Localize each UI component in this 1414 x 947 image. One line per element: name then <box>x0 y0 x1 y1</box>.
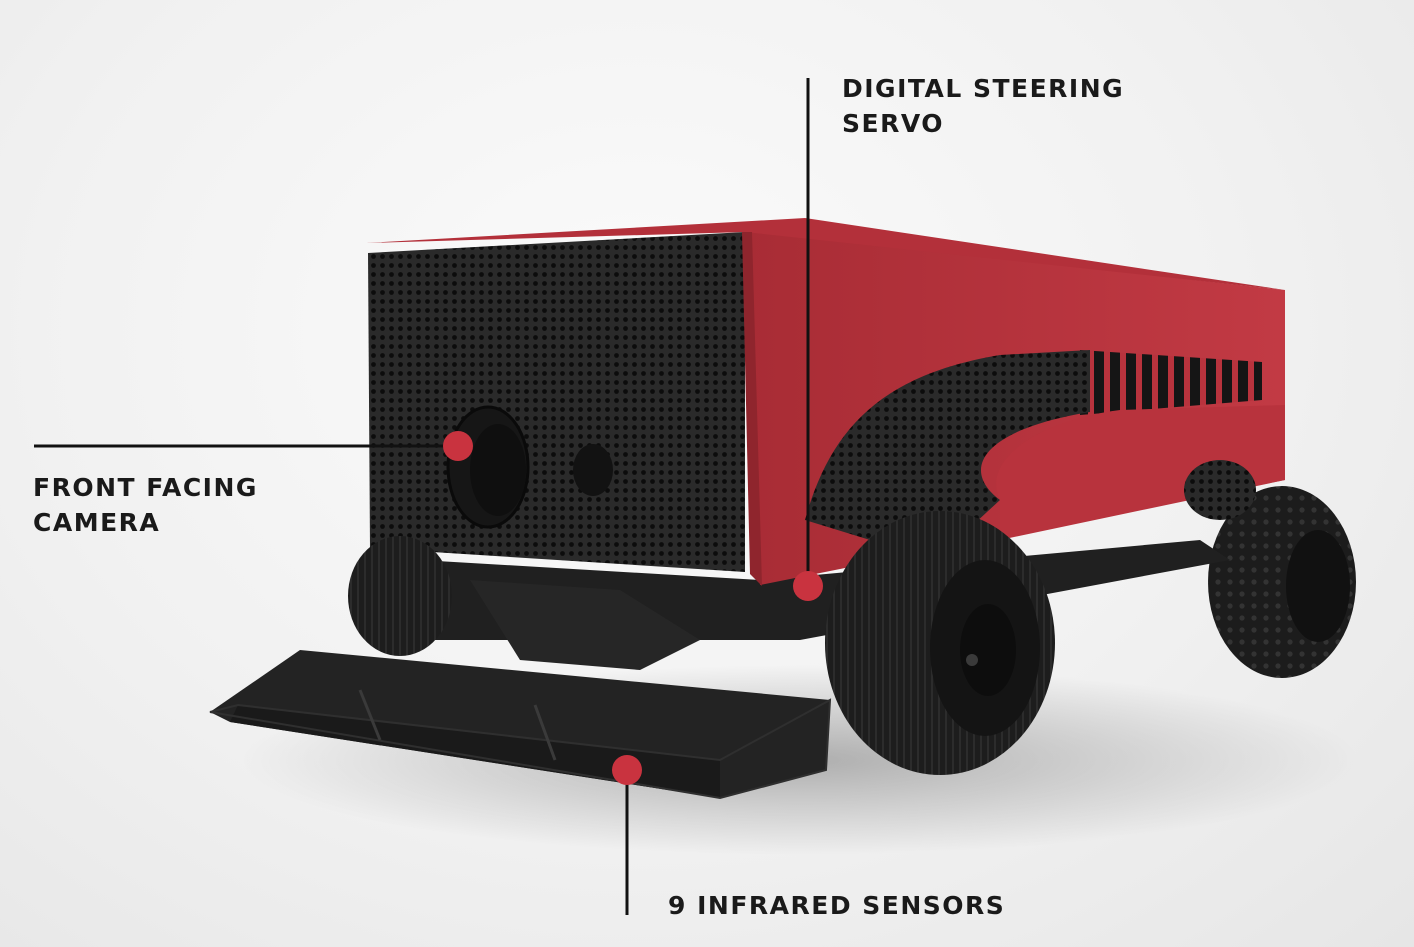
camera-marker <box>443 431 473 461</box>
body-top-panel <box>366 218 1285 290</box>
infrared-callout-label: 9 INFRARED SENSORS <box>668 888 1005 923</box>
front-mesh-panel <box>368 232 745 572</box>
camera-label-line1: FRONT FACING <box>33 473 258 502</box>
servo-label-line2: SERVO <box>842 109 944 138</box>
rear-right-wheel <box>1208 486 1356 678</box>
side-vents <box>1080 350 1262 415</box>
infrared-sensor-bumper <box>209 650 832 800</box>
front-left-wheel <box>348 536 452 656</box>
side-mesh-fender <box>805 350 1090 560</box>
servo-label-line1: DIGITAL STEERING <box>842 74 1125 103</box>
infrared-label-line1: 9 INFRARED SENSORS <box>668 891 1006 920</box>
servo-callout-label: DIGITAL STEERING SERVO <box>842 71 1124 141</box>
infrared-marker <box>612 755 642 785</box>
front-panel-edge <box>742 232 762 586</box>
camera-label-line2: CAMERA <box>33 508 161 537</box>
body-lower-arch <box>996 405 1285 540</box>
front-right-wheel <box>825 511 1055 775</box>
secondary-lens <box>573 444 613 496</box>
camera-lens <box>446 405 530 529</box>
rear-mesh-vent <box>1184 460 1256 520</box>
front-suspension <box>470 580 700 670</box>
camera-callout-label: FRONT FACING CAMERA <box>33 470 258 540</box>
servo-marker <box>793 571 823 601</box>
